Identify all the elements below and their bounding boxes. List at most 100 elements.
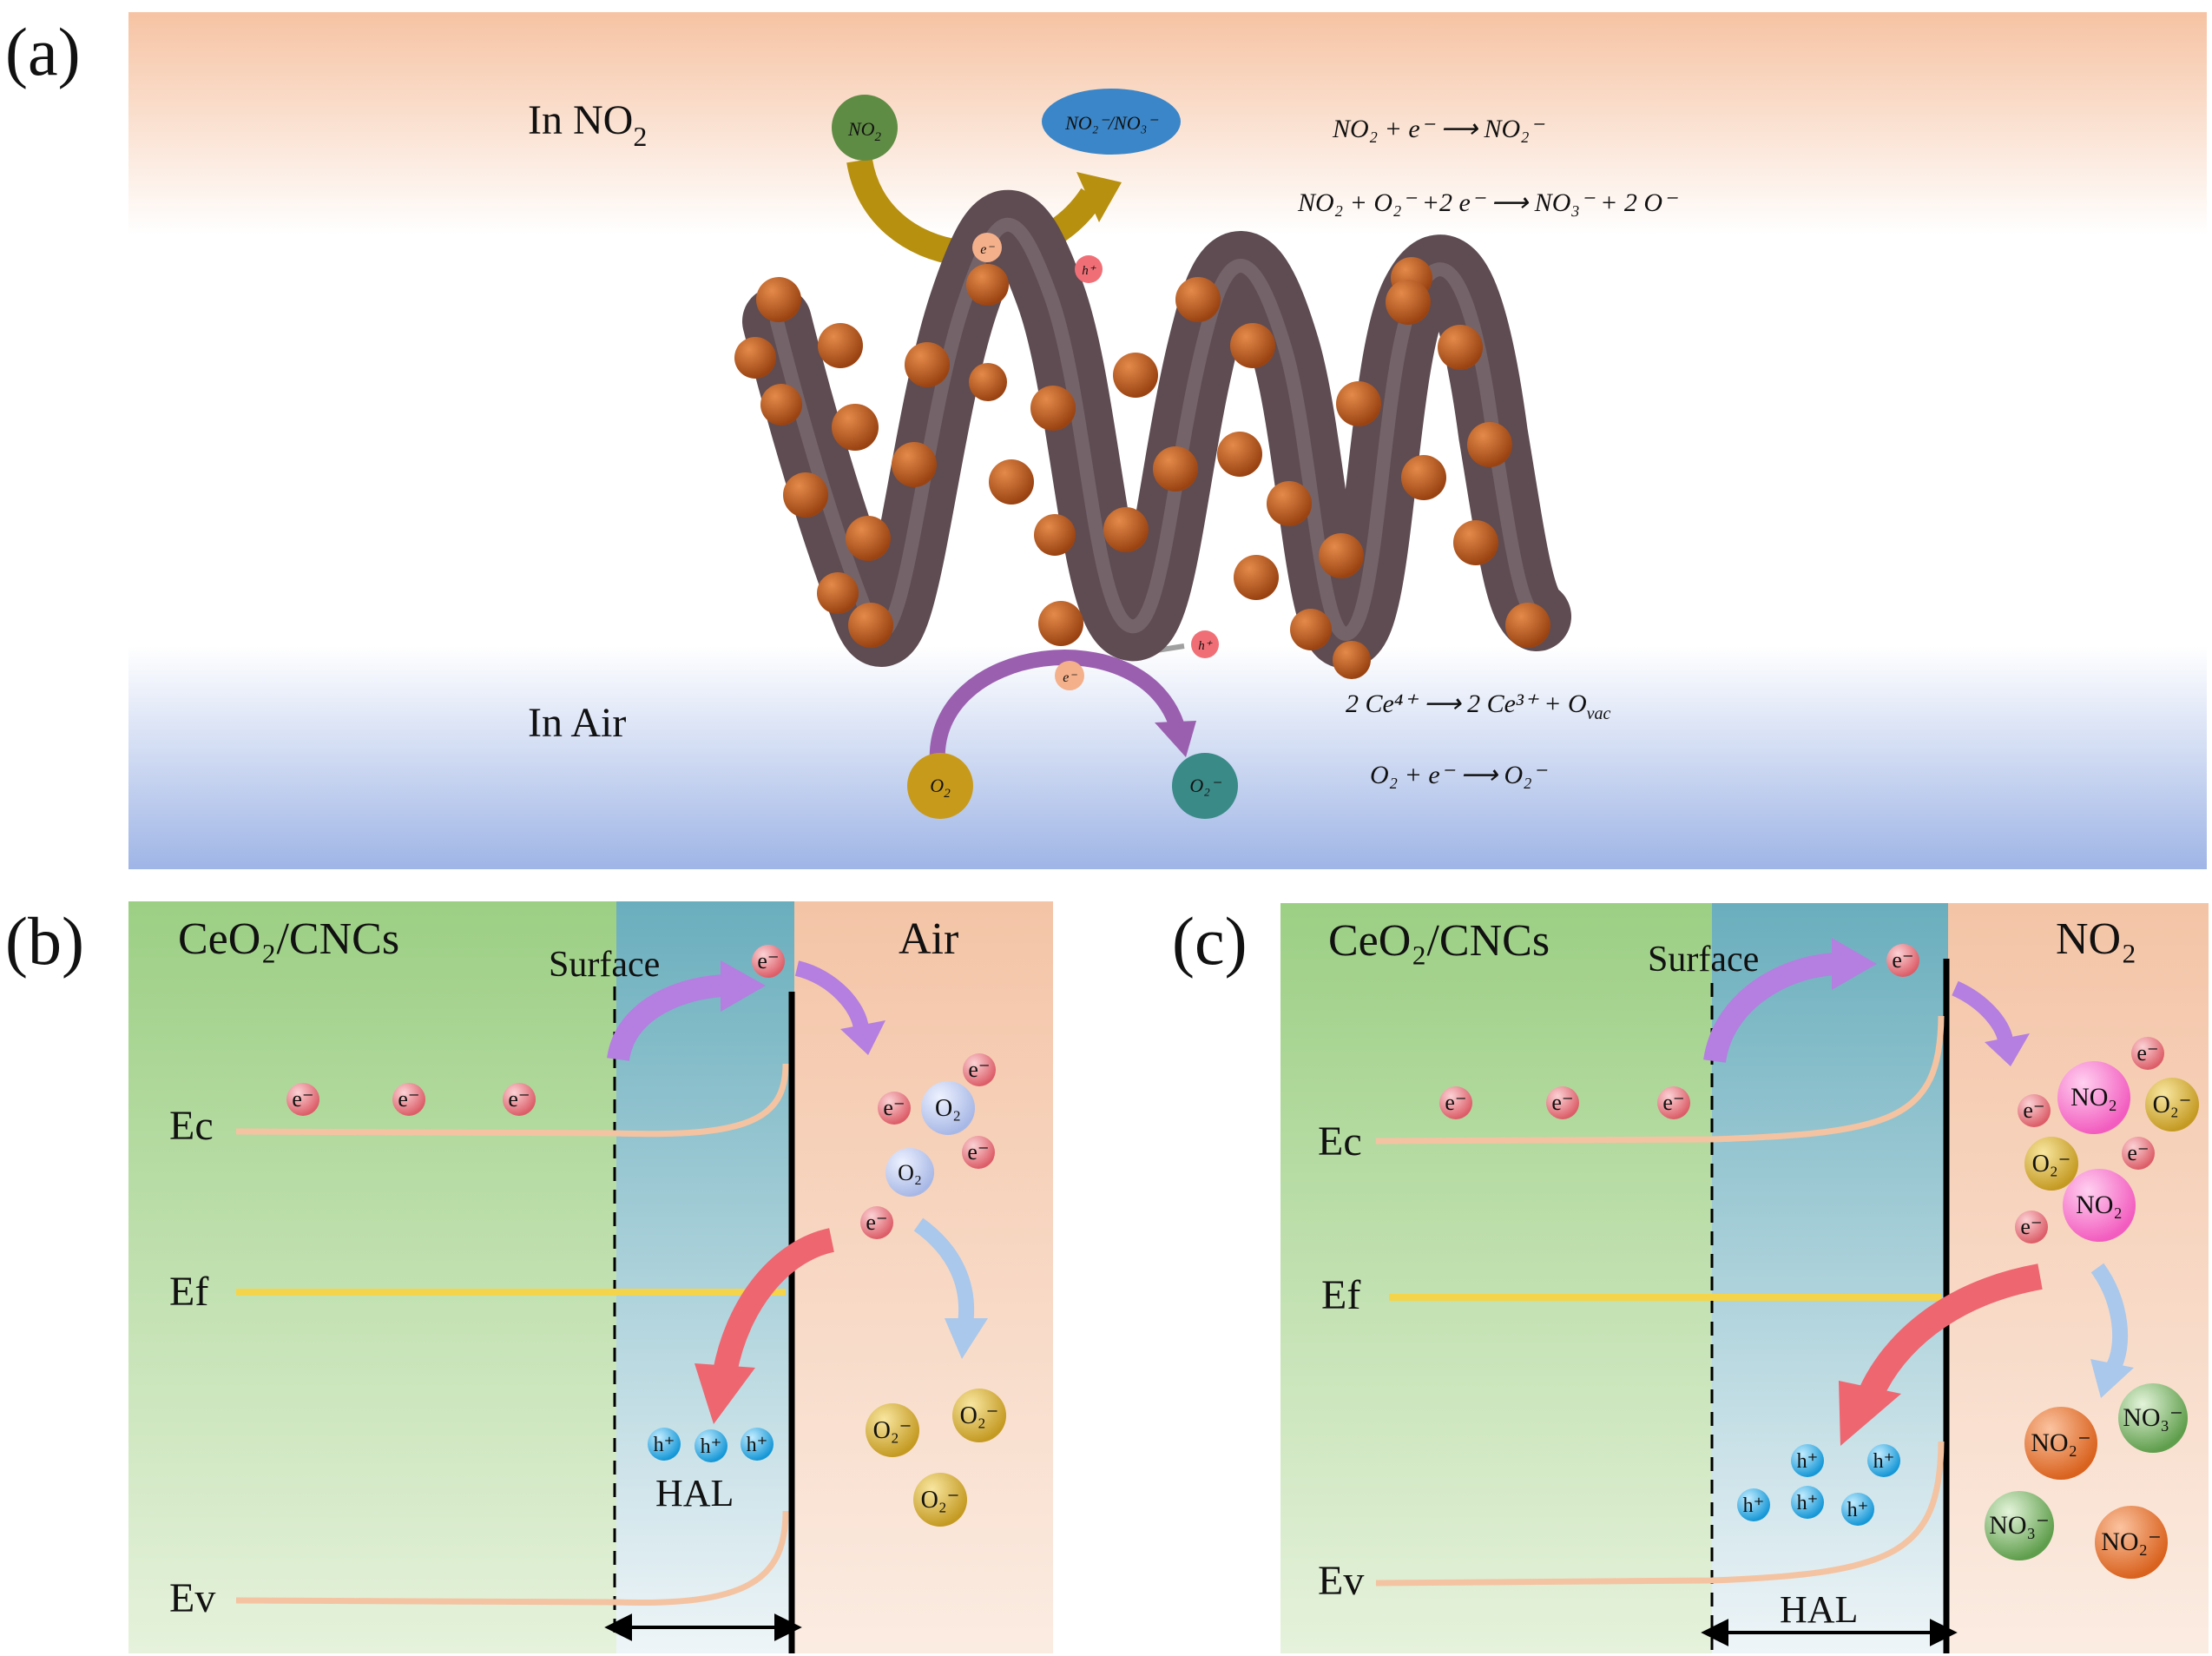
ceo2-bead [1038,601,1083,646]
no3-ion-label: NO₃⁻ [1989,1511,2050,1540]
ceo2-bead [1153,446,1198,492]
ceo2-bead [817,572,859,614]
electron [2015,1211,2048,1244]
panel-b-ef-label: Ef [169,1269,208,1315]
panel-b-bulk-region [128,901,616,1653]
panel-b-valence-band [235,1510,789,1607]
hole [1867,1444,1900,1477]
ceo2-bead [1401,455,1446,500]
electron [963,1053,996,1086]
electron-top [972,233,1002,262]
panel-c-blue-arrowhead [2090,1359,2134,1398]
product-oval-label: NO₂⁻/NO₃⁻ [1064,112,1159,134]
panel-b-holes: h⁺ h⁺ h⁺ [648,1428,774,1462]
hole-top [1075,255,1103,283]
ceo2-bead [760,384,802,426]
panel-c-material-label: CeO₂/CNCs [1328,916,1550,966]
ceo2-bead [1319,533,1364,578]
hole-label: h⁺ [701,1435,722,1458]
panel-a-label: (a) [5,14,81,89]
panel-c-holes: h⁺ h⁺ h⁺ h⁺ h⁺ [1737,1444,1900,1526]
hole [1791,1444,1824,1477]
panel-b-material-label: CeO₂/CNCs [178,914,399,964]
electron [878,1092,911,1125]
ceo2-bead [1438,325,1483,370]
no2-ion-label: NO₂⁻ [2031,1428,2091,1457]
panel-c-ef-label: Ef [1321,1272,1360,1318]
no2-molecule-label: NO₂ [2076,1191,2123,1219]
electron [962,1136,995,1169]
panel-c-purple-arrow [1703,953,1841,1064]
panel-c-ambient-species: e⁻ e⁻ e⁻ e⁻ NO₂ NO₂ O₂⁻ O₂⁻ NO₂⁻ NO₃⁻ NO… [1985,1037,2199,1579]
electron [1657,1086,1690,1119]
no2-molecule-label: NO2 [847,118,882,144]
electron-top-label: e⁻ [980,242,995,257]
o2-ion-label: O₂⁻ [921,1487,960,1514]
o2-molecule [921,1081,975,1135]
o2-molecule-label: O₂ [898,1160,922,1185]
o2-ion [952,1389,1006,1442]
electron-label: e⁻ [2023,1098,2044,1123]
o2-ion-label: O₂⁻ [2153,1092,2192,1118]
ceo2-bead [1453,520,1498,565]
panel-c-ec-label: Ec [1318,1118,1362,1164]
hole [1791,1486,1824,1519]
ceo2-bead [1290,609,1332,650]
hole-bottom-label: h⁺ [1198,639,1213,653]
panel-c-bulk-region [1280,903,1712,1653]
o2-molecule-label: O2 [930,775,951,801]
o2-ion-label: O₂⁻ [1189,775,1222,796]
o2-ion-label: O₂⁻ [2032,1151,2071,1178]
ceo2-bead [783,472,828,518]
equation-4: O₂ + e⁻ ⟶ O₂⁻ [1370,761,1548,789]
no2-molecule [2063,1169,2136,1242]
electron-label: e⁻ [398,1086,419,1112]
panel-b-surface-label: Surface [549,945,660,985]
electron-label: e⁻ [1551,1090,1573,1115]
electron [286,1083,319,1116]
in-no2-label: In NO2 [528,97,647,152]
panel-c-surface-label: Surface [1648,940,1759,980]
ceo2-bead [969,363,1007,401]
no2-ion [2095,1506,2168,1579]
panel-c-depletion-region [1712,903,1948,1653]
o2-ion [2145,1078,2199,1131]
electron-label: e⁻ [883,1095,905,1120]
o2-ion [2024,1137,2078,1191]
panel-b-purple-arrowhead-2 [840,1020,885,1055]
electron-label: e⁻ [508,1086,530,1112]
ceo2-bead [1217,432,1262,477]
o2-molecule-ball [907,753,973,819]
o2-ion-ball [1172,753,1238,819]
ceo2-bead [967,264,1009,306]
panel-c-blue-arrow [2090,1263,2128,1372]
hole-label: h⁺ [1797,1492,1819,1514]
panel-c-surface-electron-label: e⁻ [1892,947,1913,973]
panel-c-purple-arrowhead [1832,938,1877,990]
panel-c-label: (c) [1172,903,1248,979]
ceo2-bead [846,516,891,561]
panel-b-blue-arrow [913,1217,974,1326]
o2-molecule-label: O₂ [935,1095,961,1122]
ceo2-bead [1030,386,1076,431]
equation-1: NO₂ + e⁻ ⟶ NO₂⁻ [1332,115,1545,143]
hole-label: h⁺ [1847,1499,1869,1521]
panel-c-purple-arrowhead-2 [1985,1033,2030,1066]
electron-label: e⁻ [866,1210,887,1235]
no2-molecule-label: NO₂ [2070,1083,2117,1112]
electron-label: e⁻ [968,1057,990,1082]
panel-b-ambient-region [794,901,1053,1653]
electron [2122,1137,2155,1170]
electron [860,1206,893,1239]
panel-c-surface-electron [1886,944,1919,977]
ceo2-bead [1175,277,1221,322]
panel-c-purple-arrow-2 [1952,980,2013,1044]
ceo2-bead [756,277,801,322]
o2-ion [913,1473,967,1527]
o2-molecule [885,1148,934,1197]
panel-b-surface-electron-label: e⁻ [757,948,779,973]
ceo2-bead [734,337,776,379]
no2-reaction-arrowhead [1076,172,1122,222]
ceo2-bead [1336,381,1381,426]
